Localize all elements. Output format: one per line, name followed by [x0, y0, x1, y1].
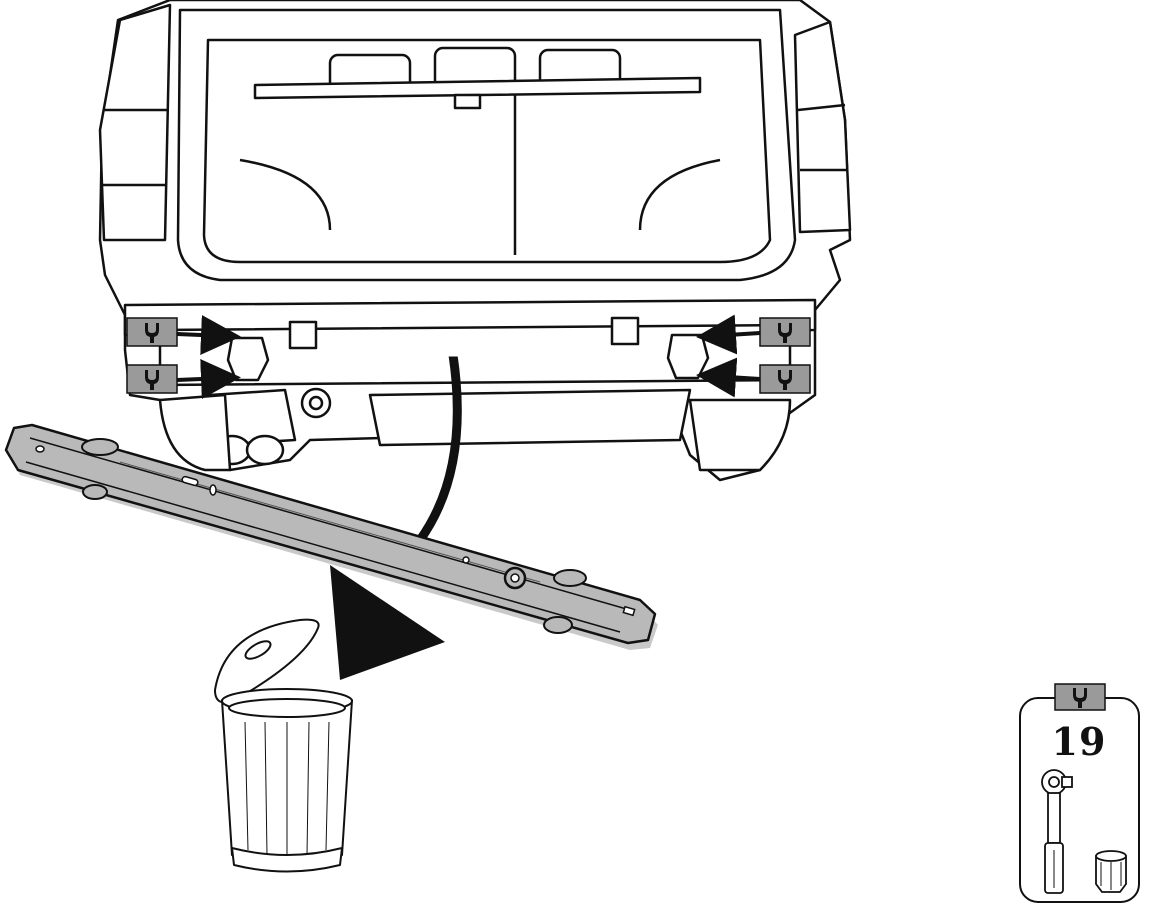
trash-can-rib — [306, 721, 310, 856]
removal-arrow — [330, 353, 462, 680]
callout-arrow — [696, 314, 761, 355]
right-mount-bracket — [666, 333, 710, 380]
trash-can-rib — [244, 721, 249, 851]
beam-clip-left — [288, 320, 318, 350]
right-tail-light-divider — [797, 103, 846, 112]
crossbar-end-bracket — [553, 569, 587, 587]
trash-can-rib — [264, 721, 268, 856]
crossbar-end-bracket — [82, 484, 108, 500]
crossbar-end-bracket — [81, 438, 119, 456]
callout-left-upper — [126, 315, 241, 355]
beam-clip-right — [610, 316, 640, 346]
callout-arrow — [696, 357, 761, 398]
tow-hook-mount-inner — [308, 395, 324, 411]
left-tail-light — [98, 3, 172, 242]
crossbar-edge-line — [29, 437, 631, 611]
trash-can-rim-inner — [228, 698, 346, 718]
fastener-callouts — [126, 314, 811, 399]
callout-right-lower — [696, 357, 811, 398]
left-rear-wheel — [158, 393, 232, 472]
left-mount-bracket — [226, 336, 270, 382]
crossbar-bolt-hole-inner — [510, 573, 520, 583]
callout-arrow — [176, 359, 241, 399]
underbody — [368, 388, 692, 447]
trash-can-lid-handle — [244, 640, 272, 660]
right-rear-wheel — [688, 398, 792, 472]
tool-size-label: 19 — [1052, 719, 1107, 764]
wrench-badge — [759, 317, 811, 347]
right-tail-light — [793, 20, 852, 234]
crossbar-hole — [462, 556, 470, 564]
crossbar-slot — [181, 475, 199, 487]
removal-arrowhead — [330, 565, 445, 680]
crossbar-end-bracket — [543, 616, 573, 634]
crossbar-body — [4, 423, 657, 645]
crossbar-hole — [35, 445, 45, 453]
ratchet-wrench-icon — [1041, 769, 1073, 894]
cargo-cover — [253, 76, 702, 100]
cargo-cover-clip — [453, 93, 482, 110]
rear-crossbar — [4, 423, 658, 650]
crossbar-hole — [209, 484, 217, 496]
callout-right-upper — [696, 314, 811, 355]
car-rear-view — [98, 0, 852, 482]
cargo-contour-left — [239, 158, 332, 231]
tool-panel: 19 — [1019, 683, 1140, 903]
socket-icon — [1095, 850, 1127, 893]
callout-left-lower — [126, 359, 241, 399]
cargo-contour-right — [638, 158, 721, 231]
crossbar-edge-line-2 — [25, 461, 621, 633]
trash-can-icon — [214, 618, 353, 873]
trash-can-base — [231, 847, 343, 873]
crossbar-slot — [622, 605, 636, 617]
trash-can-rib — [325, 721, 330, 851]
callout-arrow — [176, 315, 241, 355]
